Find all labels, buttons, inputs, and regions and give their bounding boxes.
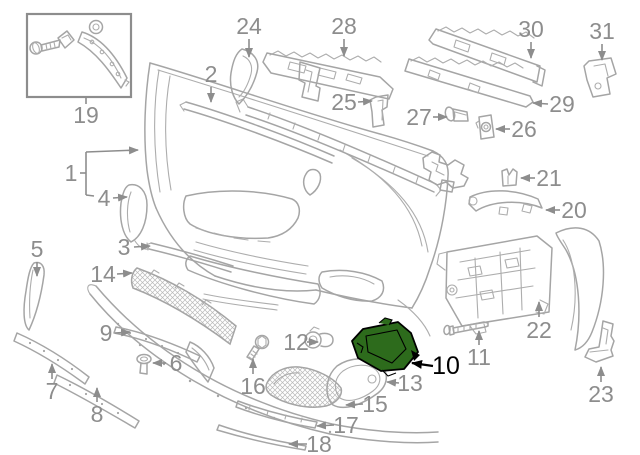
part-15-fog-grille-drawing[interactable] [265, 366, 343, 408]
part-19-inset[interactable] [25, 12, 133, 99]
part-1-bumper-cover-drawing[interactable] [144, 62, 449, 337]
callout-arrow-1 [85, 194, 95, 197]
part-14-grille-drawing[interactable] [130, 267, 237, 346]
callout-arrow-9 [114, 328, 131, 337]
callout-label-7[interactable]: 7 [46, 378, 59, 404]
part-20-rail-drawing[interactable] [468, 190, 543, 216]
part-19-clip-icon [57, 30, 75, 49]
part-6-pushpin-icon[interactable] [136, 353, 152, 375]
part-19-screw-icon [29, 39, 61, 55]
part-10-selected-bracket-drawing[interactable] [351, 317, 420, 377]
callout-label-8[interactable]: 8 [91, 401, 104, 427]
part-30-absorber-drawing[interactable] [428, 26, 546, 87]
callout-arrow-3 [133, 242, 151, 251]
callout-label-28[interactable]: 28 [331, 13, 357, 39]
callout-label-31[interactable]: 31 [589, 18, 615, 44]
callout-label-12[interactable]: 12 [283, 329, 309, 355]
part-23-bracket-drawing[interactable] [584, 320, 615, 363]
part-5-trim-drawing[interactable] [23, 261, 45, 331]
callout-label-10[interactable]: 10 [432, 352, 460, 380]
callout-arrow-4 [112, 193, 128, 202]
callout-label-11[interactable]: 11 [467, 344, 491, 370]
part-2-trim-strip-drawing[interactable] [179, 101, 335, 164]
inset-box-border [25, 12, 133, 99]
part-8-strip-drawing[interactable] [53, 374, 140, 429]
callout-arrow-10 [411, 359, 434, 369]
callout-label-25[interactable]: 25 [331, 89, 357, 115]
callout-arrow-1 [85, 146, 139, 155]
part-29-absorber-drawing[interactable] [404, 56, 534, 108]
callout-label-17[interactable]: 17 [333, 412, 359, 438]
part-25-clip-drawing[interactable] [369, 94, 389, 128]
callout-label-13[interactable]: 13 [397, 370, 423, 396]
callout-arrow-14 [116, 269, 133, 278]
upper-retainer-strip-drawing [235, 98, 442, 197]
callout-label-18[interactable]: 18 [306, 431, 332, 455]
part-24-bracket-drawing[interactable] [229, 48, 259, 105]
part-22-bracket-drawing[interactable] [422, 151, 605, 351]
part-16-bolt-icon[interactable] [246, 334, 270, 361]
callout-arrow-13 [386, 378, 400, 387]
part-31-bracket-drawing[interactable] [583, 57, 617, 98]
callout-label-16[interactable]: 16 [240, 373, 266, 399]
callout-label-9[interactable]: 9 [100, 320, 113, 346]
part-7-strip-drawing[interactable] [13, 332, 90, 385]
callout-arrow-17 [316, 421, 335, 430]
part-19-bracket-icon [77, 31, 130, 89]
part-11-pin-icon[interactable] [443, 321, 489, 336]
callout-label-26[interactable]: 26 [511, 116, 537, 142]
part-12-sensor-icon[interactable] [304, 326, 334, 349]
callout-label-23[interactable]: 23 [588, 381, 614, 407]
part-17-strip-drawing[interactable] [235, 400, 318, 429]
callout-label-14[interactable]: 14 [90, 261, 116, 287]
part-19-nut-icon [88, 19, 104, 35]
part-28-absorber-drawing[interactable] [262, 50, 394, 102]
callout-label-20[interactable]: 20 [561, 197, 587, 223]
part-26-clip-icon[interactable] [475, 114, 495, 140]
part-18-strip-drawing[interactable] [216, 424, 307, 451]
part-27-rivet-icon[interactable] [444, 106, 469, 122]
callout-arrow-25 [357, 97, 373, 106]
callout-label-15[interactable]: 15 [362, 391, 388, 417]
callout-label-3[interactable]: 3 [118, 234, 131, 260]
callout-label-30[interactable]: 30 [518, 16, 544, 42]
corner-spoiler-drawing [185, 341, 215, 383]
callout-label-2[interactable]: 2 [205, 61, 218, 87]
callout-label-4[interactable]: 4 [98, 185, 111, 211]
callout-arrow-29 [532, 99, 549, 108]
callout-label-22[interactable]: 22 [526, 317, 552, 343]
callout-arrow-15 [345, 400, 364, 409]
callout-label-24[interactable]: 24 [236, 13, 262, 39]
callout-label-29[interactable]: 29 [549, 91, 575, 117]
callout-label-6[interactable]: 6 [170, 350, 183, 376]
callout-label-21[interactable]: 21 [536, 165, 562, 191]
callout-label-19[interactable]: 19 [73, 102, 99, 128]
part-21-clip-icon[interactable] [501, 168, 518, 187]
callout-label-1[interactable]: 1 [65, 160, 78, 186]
callout-label-5[interactable]: 5 [31, 236, 44, 262]
callout-label-27[interactable]: 27 [406, 104, 432, 130]
